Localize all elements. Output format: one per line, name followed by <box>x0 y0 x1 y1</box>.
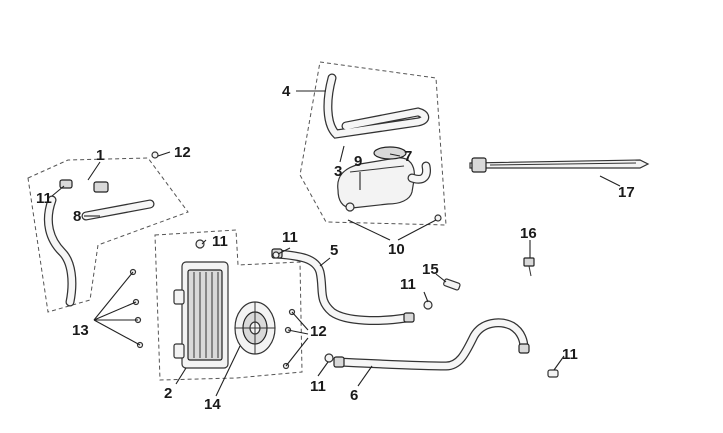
callout-10: 10 <box>388 241 405 258</box>
cable-tie <box>469 157 650 173</box>
callout-17: 17 <box>618 184 635 201</box>
callout-15: 15 <box>422 261 439 278</box>
group-outline-reservoir <box>299 61 447 226</box>
callout-11-radiator: 11 <box>212 233 228 250</box>
reservoir-tank <box>323 73 442 222</box>
cooling-fan <box>234 301 276 355</box>
callout-16: 16 <box>520 225 537 242</box>
callout-11-pin: 11 <box>400 276 416 293</box>
callout-12-fan: 12 <box>310 323 327 340</box>
bolt <box>523 257 535 277</box>
callout-13: 13 <box>72 322 89 339</box>
lower-hose <box>272 251 559 378</box>
callout-5: 5 <box>330 242 338 259</box>
callout-11-upper-left: 11 <box>36 190 52 207</box>
callout-7: 7 <box>404 148 412 165</box>
callout-3: 3 <box>334 163 342 180</box>
radiator <box>173 239 229 369</box>
group-outline-upper-hose <box>27 157 189 313</box>
middle-hose <box>271 248 433 325</box>
callout-9: 9 <box>354 153 362 170</box>
callout-6: 6 <box>350 387 358 404</box>
callout-11-lower: 11 <box>310 378 326 395</box>
callout-4: 4 <box>282 83 291 100</box>
callout-14: 14 <box>204 396 221 413</box>
pin <box>443 278 461 291</box>
group-outline-radiator <box>154 229 303 381</box>
callout-2: 2 <box>164 385 172 402</box>
callout-11-right: 11 <box>562 346 578 363</box>
callout-11-middle: 11 <box>282 229 298 246</box>
callout-12-upper: 12 <box>174 144 191 161</box>
upper-hose <box>43 151 159 307</box>
leader-lines <box>51 90 621 397</box>
callout-8: 8 <box>73 208 81 225</box>
callout-1: 1 <box>96 147 104 164</box>
